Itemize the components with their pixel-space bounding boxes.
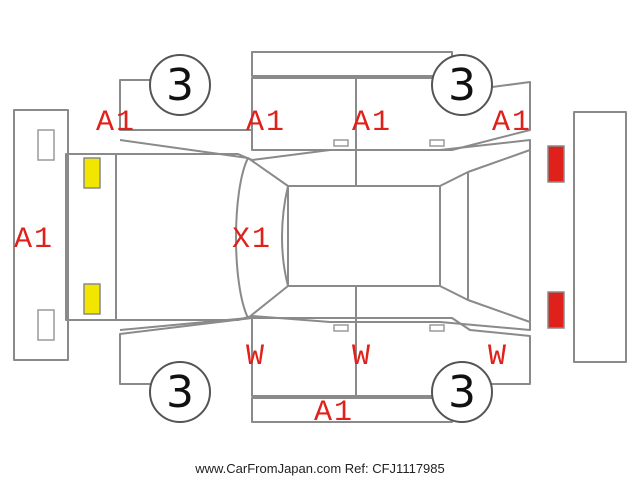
car-body-outline xyxy=(65,139,531,331)
right-side-profile xyxy=(119,286,531,423)
mark-rear-left-door: A1 xyxy=(352,106,392,140)
mark-front-bumper: A1 xyxy=(14,223,54,257)
tire-rear-left: 3 xyxy=(431,54,493,116)
left-taillight xyxy=(547,145,565,183)
mark-front-left-fender: A1 xyxy=(96,106,136,140)
mark-rear-right-door: W xyxy=(352,340,372,374)
right-taillight xyxy=(547,291,565,329)
tire-rear-right: 3 xyxy=(431,361,493,423)
tire-rear-right-grade: 3 xyxy=(448,367,476,418)
tire-front-left: 3 xyxy=(149,54,211,116)
mark-rear-left-quarter: A1 xyxy=(492,106,532,140)
right-headlight xyxy=(83,283,101,315)
footer-credit: www.CarFromJapan.com Ref: CFJ1117985 xyxy=(194,461,445,476)
tire-front-right-grade: 3 xyxy=(166,367,194,418)
front-bumper xyxy=(13,109,69,361)
mark-front-left-door: A1 xyxy=(246,106,286,140)
rear-bumper xyxy=(573,111,627,363)
mark-front-right-door: W xyxy=(246,340,266,374)
left-headlight xyxy=(83,157,101,189)
mark-rear-right-quarter: W xyxy=(488,340,508,374)
mark-hood: X1 xyxy=(232,223,272,257)
mark-right-sill: A1 xyxy=(314,396,354,430)
tire-rear-left-grade: 3 xyxy=(448,60,476,111)
tire-front-right: 3 xyxy=(149,361,211,423)
tire-front-left-grade: 3 xyxy=(166,60,194,111)
